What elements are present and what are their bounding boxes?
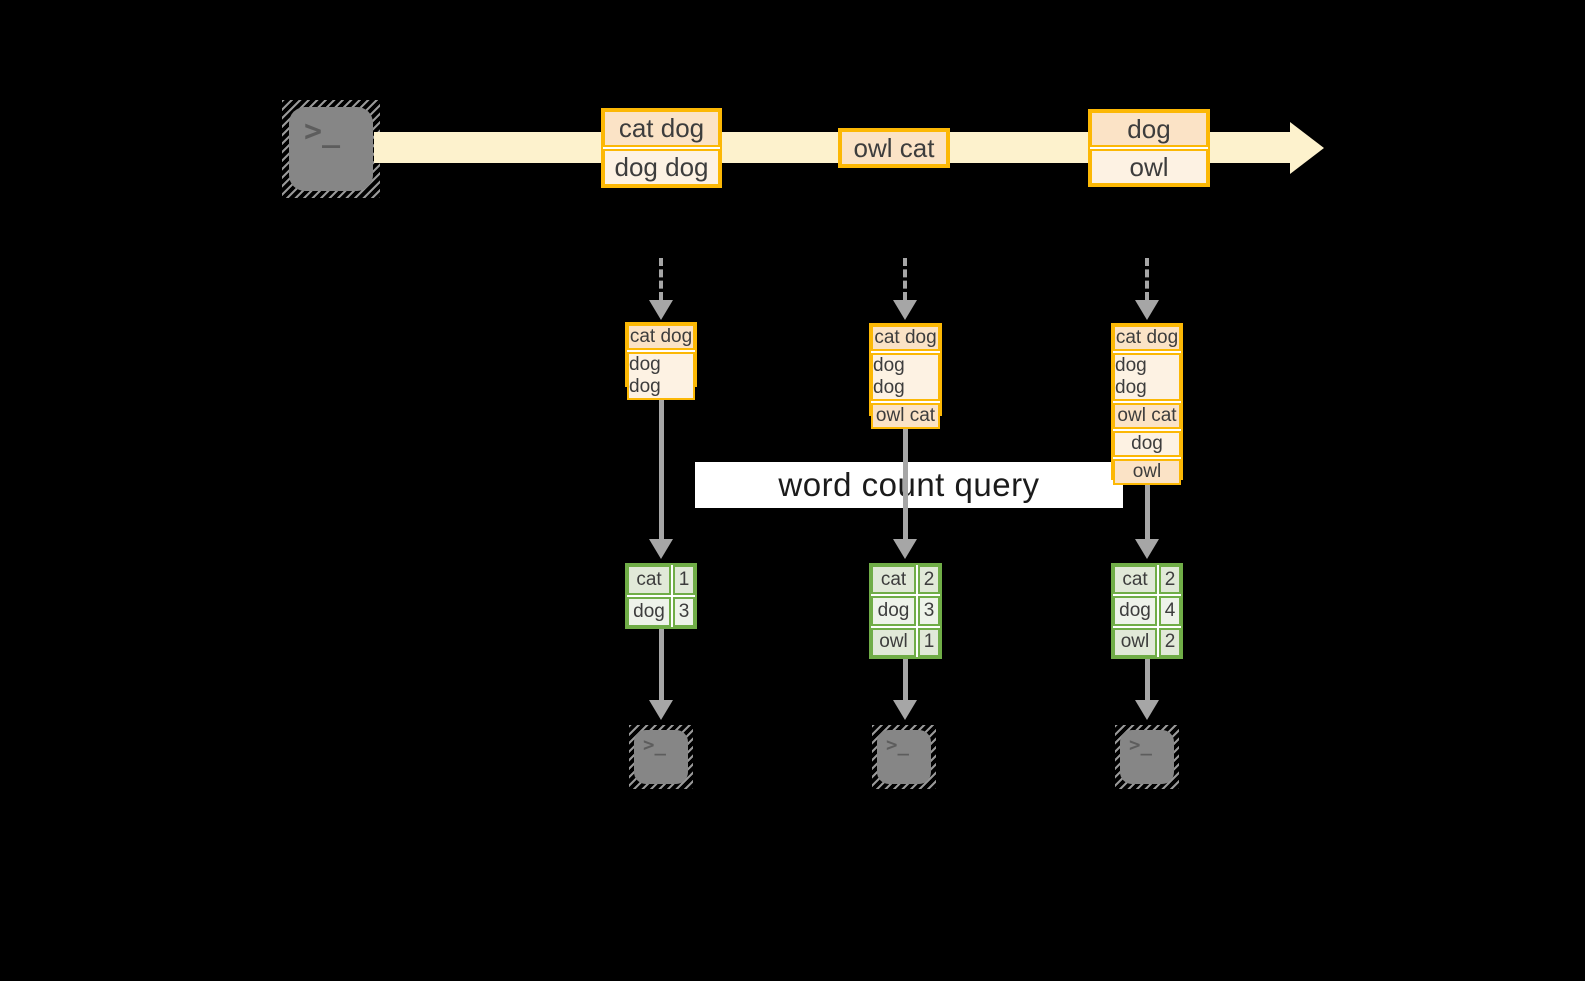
batch-line: cat dog xyxy=(1113,325,1181,351)
count-cell: 1 xyxy=(918,627,940,657)
event-line: dog xyxy=(1090,111,1208,147)
count-cell: 2 xyxy=(1159,565,1181,595)
solid-arrow-head-icon xyxy=(893,539,917,559)
word-count-query-label: word count query xyxy=(695,462,1123,508)
batch-line: owl cat xyxy=(871,403,940,429)
solid-arrow-head-icon xyxy=(649,700,673,720)
event-line: owl cat xyxy=(840,130,948,166)
batch-line: dog dog xyxy=(627,352,695,400)
dashed-arrow-line xyxy=(659,258,663,300)
terminal-screen xyxy=(1120,730,1174,784)
terminal-prompt-icon: >_ xyxy=(1129,734,1152,756)
dashed-arrow-head-icon xyxy=(649,300,673,320)
batch-line: cat dog xyxy=(871,325,940,351)
count-cell: 4 xyxy=(1159,596,1181,626)
batch-line: dog dog xyxy=(1113,353,1181,401)
dashed-arrow-head-icon xyxy=(1135,300,1159,320)
batch-line: cat dog xyxy=(627,324,695,350)
count-cell: 2 xyxy=(1159,627,1181,657)
batch-line: dog dog xyxy=(871,353,940,401)
result-terminal-icon-2: >_ xyxy=(872,725,936,789)
word-cell: cat xyxy=(1113,565,1157,595)
dashed-arrow-line xyxy=(903,258,907,300)
solid-arrow-line xyxy=(903,416,908,539)
stream-event-box-1: cat dog dog dog xyxy=(601,108,722,188)
batch-line: dog xyxy=(1113,431,1181,457)
solid-arrow-line xyxy=(659,387,664,539)
word-cell: dog xyxy=(871,596,916,626)
batch-line: owl cat xyxy=(1113,403,1181,429)
count-table-3: cat 2 dog 4 owl 2 xyxy=(1111,563,1183,659)
solid-arrow-line xyxy=(1145,480,1150,539)
solid-arrow-head-icon xyxy=(893,700,917,720)
batch-box-3: cat dog dog dog owl cat dog owl xyxy=(1111,323,1183,485)
count-cell: 2 xyxy=(918,565,940,595)
word-cell: owl xyxy=(1113,627,1157,657)
terminal-screen xyxy=(634,730,688,784)
event-line: dog dog xyxy=(603,149,720,186)
terminal-prompt-icon: >_ xyxy=(643,734,666,756)
count-table-2: cat 2 dog 3 owl 1 xyxy=(869,563,942,659)
result-terminal-icon-3: >_ xyxy=(1115,725,1179,789)
word-cell: cat xyxy=(627,565,671,595)
count-cell: 3 xyxy=(918,596,940,626)
word-cell: cat xyxy=(871,565,916,595)
count-cell: 3 xyxy=(673,597,695,627)
solid-arrow-head-icon xyxy=(1135,539,1159,559)
stream-arrow-head-icon xyxy=(1290,122,1324,174)
dashed-arrow-head-icon xyxy=(893,300,917,320)
stream-event-box-3: dog owl xyxy=(1088,109,1210,187)
batch-line: owl xyxy=(1113,459,1181,485)
solid-arrow-head-icon xyxy=(1135,700,1159,720)
solid-arrow-line xyxy=(659,629,664,700)
dashed-arrow-line xyxy=(1145,258,1149,300)
terminal-screen xyxy=(877,730,931,784)
word-cell: owl xyxy=(871,627,916,657)
word-cell: dog xyxy=(1113,596,1157,626)
solid-arrow-head-icon xyxy=(649,539,673,559)
terminal-prompt-icon: >_ xyxy=(304,114,341,149)
count-cell: 1 xyxy=(673,565,695,595)
stream-event-box-2: owl cat xyxy=(838,128,950,168)
event-line: owl xyxy=(1090,149,1208,185)
terminal-screen xyxy=(289,107,373,191)
batch-box-1: cat dog dog dog xyxy=(625,322,697,400)
event-line: cat dog xyxy=(603,110,720,147)
terminal-prompt-icon: >_ xyxy=(886,734,909,756)
result-terminal-icon-1: >_ xyxy=(629,725,693,789)
solid-arrow-line xyxy=(903,658,908,700)
batch-box-2: cat dog dog dog owl cat xyxy=(869,323,942,429)
source-terminal-icon: >_ xyxy=(282,100,380,198)
count-table-1: cat 1 dog 3 xyxy=(625,563,697,629)
word-cell: dog xyxy=(627,597,671,627)
solid-arrow-line xyxy=(1145,658,1150,700)
